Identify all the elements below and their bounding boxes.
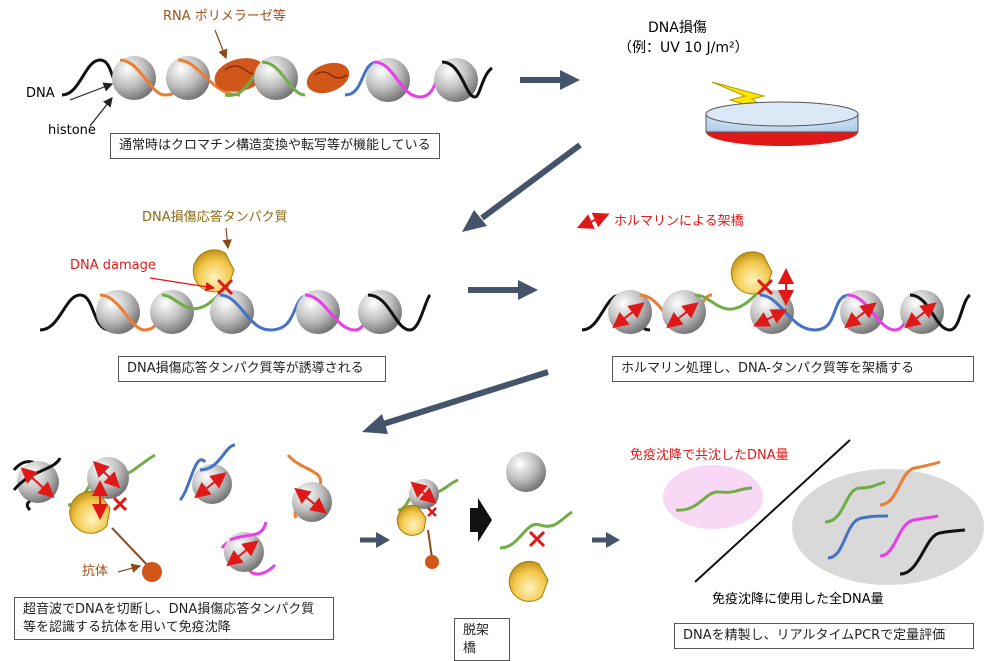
quantification-panel — [663, 439, 984, 585]
coprecipitated-dna-label: 免疫沈降で共沈したDNA量 — [630, 448, 789, 463]
induced-caption: DNA損傷応答タンパク質等が誘導される — [118, 356, 386, 382]
flow-arrow — [520, 70, 580, 90]
histone-ball — [900, 290, 944, 334]
flow-arrow — [592, 532, 620, 548]
histone-ball — [210, 290, 254, 334]
top-chromatin — [61, 56, 494, 102]
antibody-label: 抗体 — [82, 564, 109, 579]
pcr-caption: DNAを精製し、リアルタイムPCRで定量評価 — [674, 623, 974, 649]
histone-ball — [358, 290, 402, 334]
flow-arrow — [360, 532, 390, 548]
crosslink-arrows — [612, 268, 937, 329]
histone-ball — [96, 290, 140, 334]
crosslink-legend-arrow — [576, 212, 610, 229]
uv-dose-example: （例：UV 10 J/m²） — [618, 40, 749, 56]
normal-state-caption: 通常時はクロマチン構造変換や転写等が機能している — [110, 133, 440, 159]
damage-x — [216, 278, 234, 296]
histone-ball — [296, 290, 340, 334]
ip-complex — [396, 478, 459, 569]
histone-ball — [366, 58, 410, 102]
antibody-bead — [142, 562, 162, 582]
histone-ball — [166, 56, 210, 100]
coprecipitated-dna-bubble — [663, 465, 763, 529]
rna-polymerase-blob — [214, 58, 266, 92]
response-protein-pacman — [508, 560, 549, 602]
separated-components — [499, 452, 573, 602]
response-protein-pacman — [192, 249, 235, 293]
dna-damage-title: DNA損傷 — [648, 20, 707, 36]
histone-ball — [750, 290, 794, 334]
rna-polymerase-label: RNA ポリメラーゼ等 — [163, 9, 286, 24]
histone-ball — [840, 290, 884, 334]
total-dna-bubble — [792, 469, 984, 585]
response-protein-label: DNA損傷応答タンパク質 — [142, 210, 288, 225]
bottom-fragments — [12, 443, 332, 582]
crosslink-legend-label: ホルマリンによる架橋 — [614, 214, 744, 229]
histone-ball — [506, 452, 546, 492]
uv-dish — [705, 81, 859, 146]
reverse-crosslink-caption: 脱架橋 — [454, 618, 510, 661]
flow-arrow — [468, 280, 538, 300]
damage-x — [756, 278, 774, 296]
histone-ball — [254, 56, 298, 100]
immunoprecipitation-caption: 超音波でDNAを切断し、DNA損傷応答タンパク質等を認識する抗体を用いて免疫沈降 — [14, 597, 334, 641]
histone-ball — [112, 56, 156, 100]
histone-ball — [150, 290, 194, 334]
crosslink-caption: ホルマリン処理し、DNA-タンパク質等を架橋する — [612, 356, 974, 382]
rna-polymerase-blob — [306, 62, 350, 94]
divider-line — [694, 439, 851, 583]
dna-label: DNA — [26, 86, 55, 101]
dna-damage-label: DNA damage — [70, 258, 156, 273]
flow-arrow — [362, 369, 549, 434]
total-dna-label: 免疫沈降に使用した全DNA量 — [712, 592, 884, 607]
middle-left-chromatin — [39, 249, 432, 334]
reverse-crosslink-arrow — [470, 498, 492, 542]
middle-right-chromatin — [581, 251, 972, 334]
flow-arrow — [462, 142, 582, 232]
histone-label: histone — [48, 123, 96, 138]
